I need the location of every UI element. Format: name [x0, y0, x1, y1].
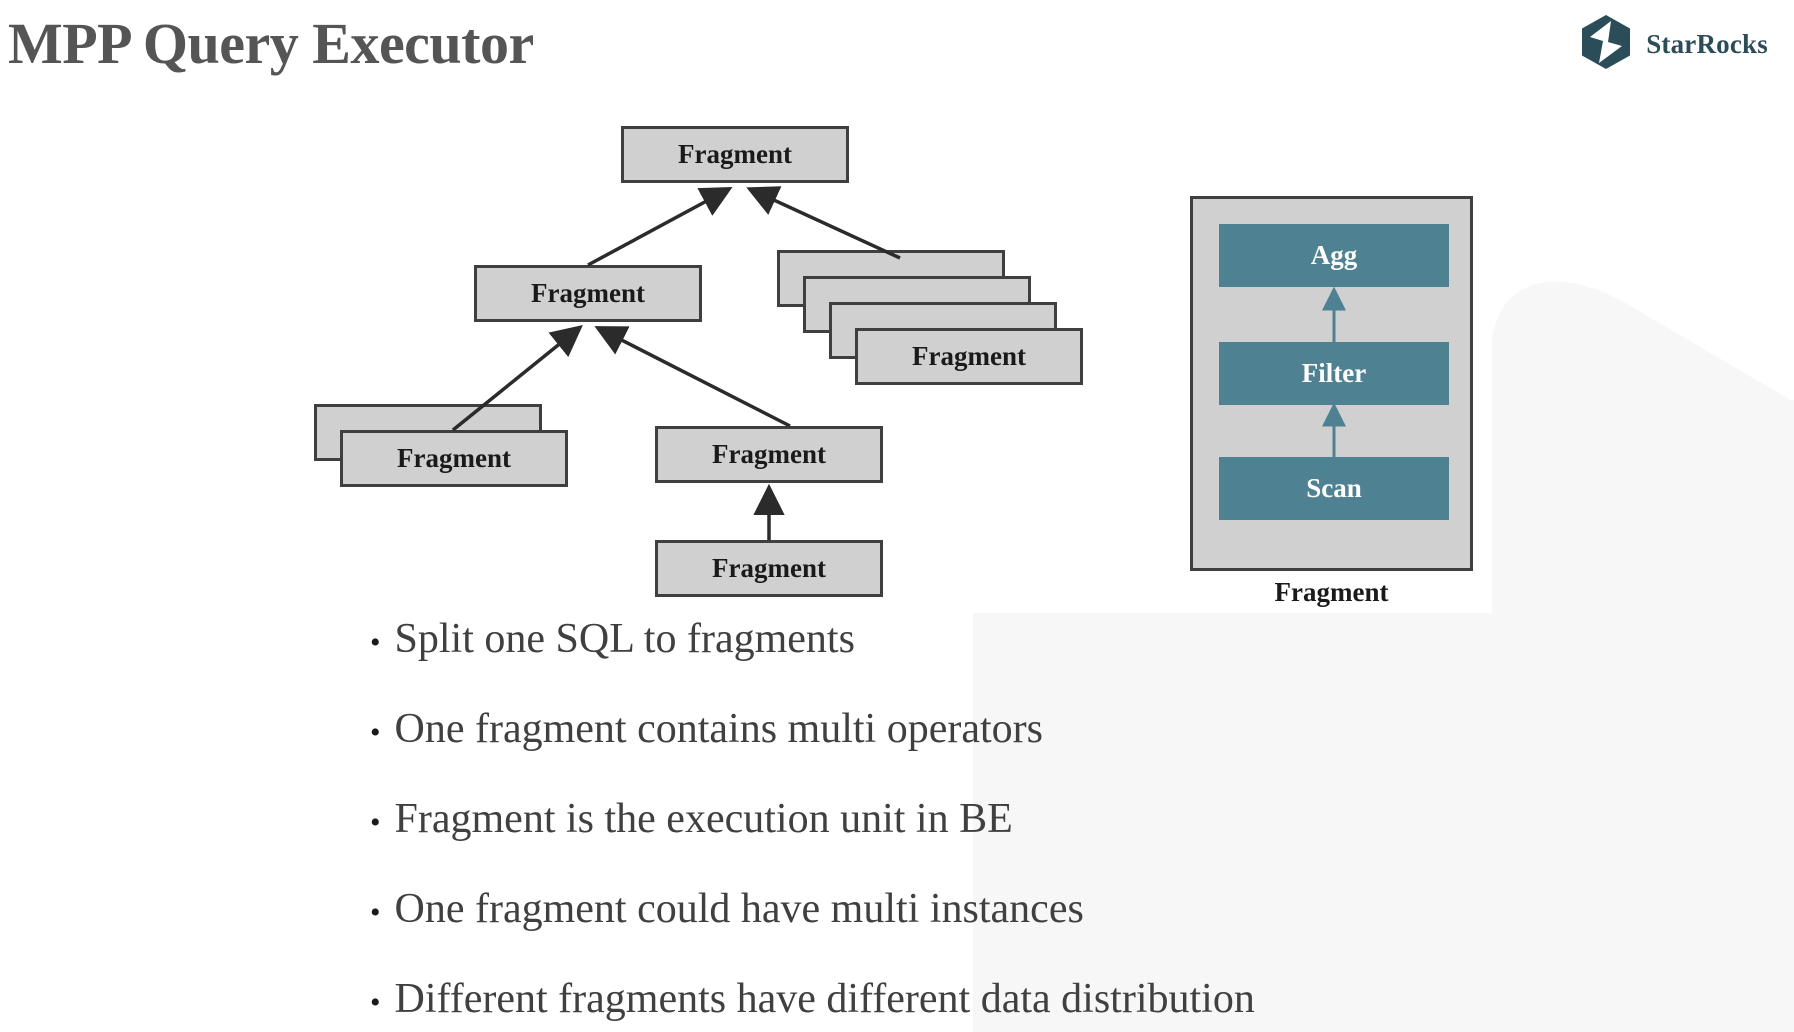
- bullet-item: • Different fragments have different data…: [370, 975, 1255, 1032]
- bullet-text: One fragment could have multi instances: [394, 886, 1084, 932]
- fragment-node-label: Fragment: [678, 139, 792, 169]
- operator-filter[interactable]: Filter: [1219, 342, 1449, 405]
- fragment-node-mid-right[interactable]: Fragment: [855, 328, 1083, 385]
- fragment-node-label: Fragment: [531, 278, 645, 308]
- bullet-text: Fragment is the execution unit in BE: [394, 796, 1013, 842]
- bullet-marker-icon: •: [370, 626, 381, 659]
- operator-scan[interactable]: Scan: [1219, 457, 1449, 520]
- operator-panel-caption: Fragment: [1274, 577, 1389, 607]
- fragment-node-leaf-left[interactable]: Fragment: [340, 430, 568, 487]
- bullet-marker-icon: •: [370, 896, 381, 929]
- starrocks-hexagon-logo-icon: [1580, 14, 1632, 75]
- fragment-node-leaf-center[interactable]: Fragment: [655, 426, 883, 483]
- operator-agg[interactable]: Agg: [1219, 224, 1449, 287]
- fragment-node-leaf-bottom[interactable]: Fragment: [655, 540, 883, 597]
- fragment-node-label: Fragment: [397, 443, 511, 473]
- bullet-text: One fragment contains multi operators: [394, 706, 1043, 752]
- fragment-node-mid-left[interactable]: Fragment: [474, 265, 702, 322]
- bullet-item: • One fragment could have multi instances: [370, 885, 1255, 975]
- fragment-node-label: Fragment: [912, 341, 1026, 371]
- brand-name: StarRocks: [1646, 29, 1768, 59]
- operator-panel: Agg Filter Scan: [1190, 196, 1473, 571]
- operator-filter-label: Filter: [1301, 358, 1367, 388]
- fragment-node-label: Fragment: [712, 439, 826, 469]
- bullet-item: • One fragment contains multi operators: [370, 705, 1255, 795]
- bullet-item: • Fragment is the execution unit in BE: [370, 795, 1255, 885]
- brand-logo-group: StarRocks: [1580, 14, 1768, 75]
- fragment-node-label: Fragment: [712, 553, 826, 583]
- bullet-text: Split one SQL to fragments: [394, 616, 855, 662]
- bullet-marker-icon: •: [370, 806, 381, 839]
- bullet-marker-icon: •: [370, 986, 381, 1019]
- bullet-list: • Split one SQL to fragments • One fragment…: [370, 615, 1255, 1032]
- operator-scan-label: Scan: [1306, 473, 1362, 503]
- operator-agg-label: Agg: [1310, 240, 1358, 270]
- bullet-item: • Split one SQL to fragments: [370, 615, 1255, 705]
- bullet-text: Different fragments have different data …: [394, 976, 1255, 1022]
- page-title: MPP Query Executor: [8, 11, 534, 76]
- bullet-marker-icon: •: [370, 716, 381, 749]
- fragment-node-root[interactable]: Fragment: [621, 126, 849, 183]
